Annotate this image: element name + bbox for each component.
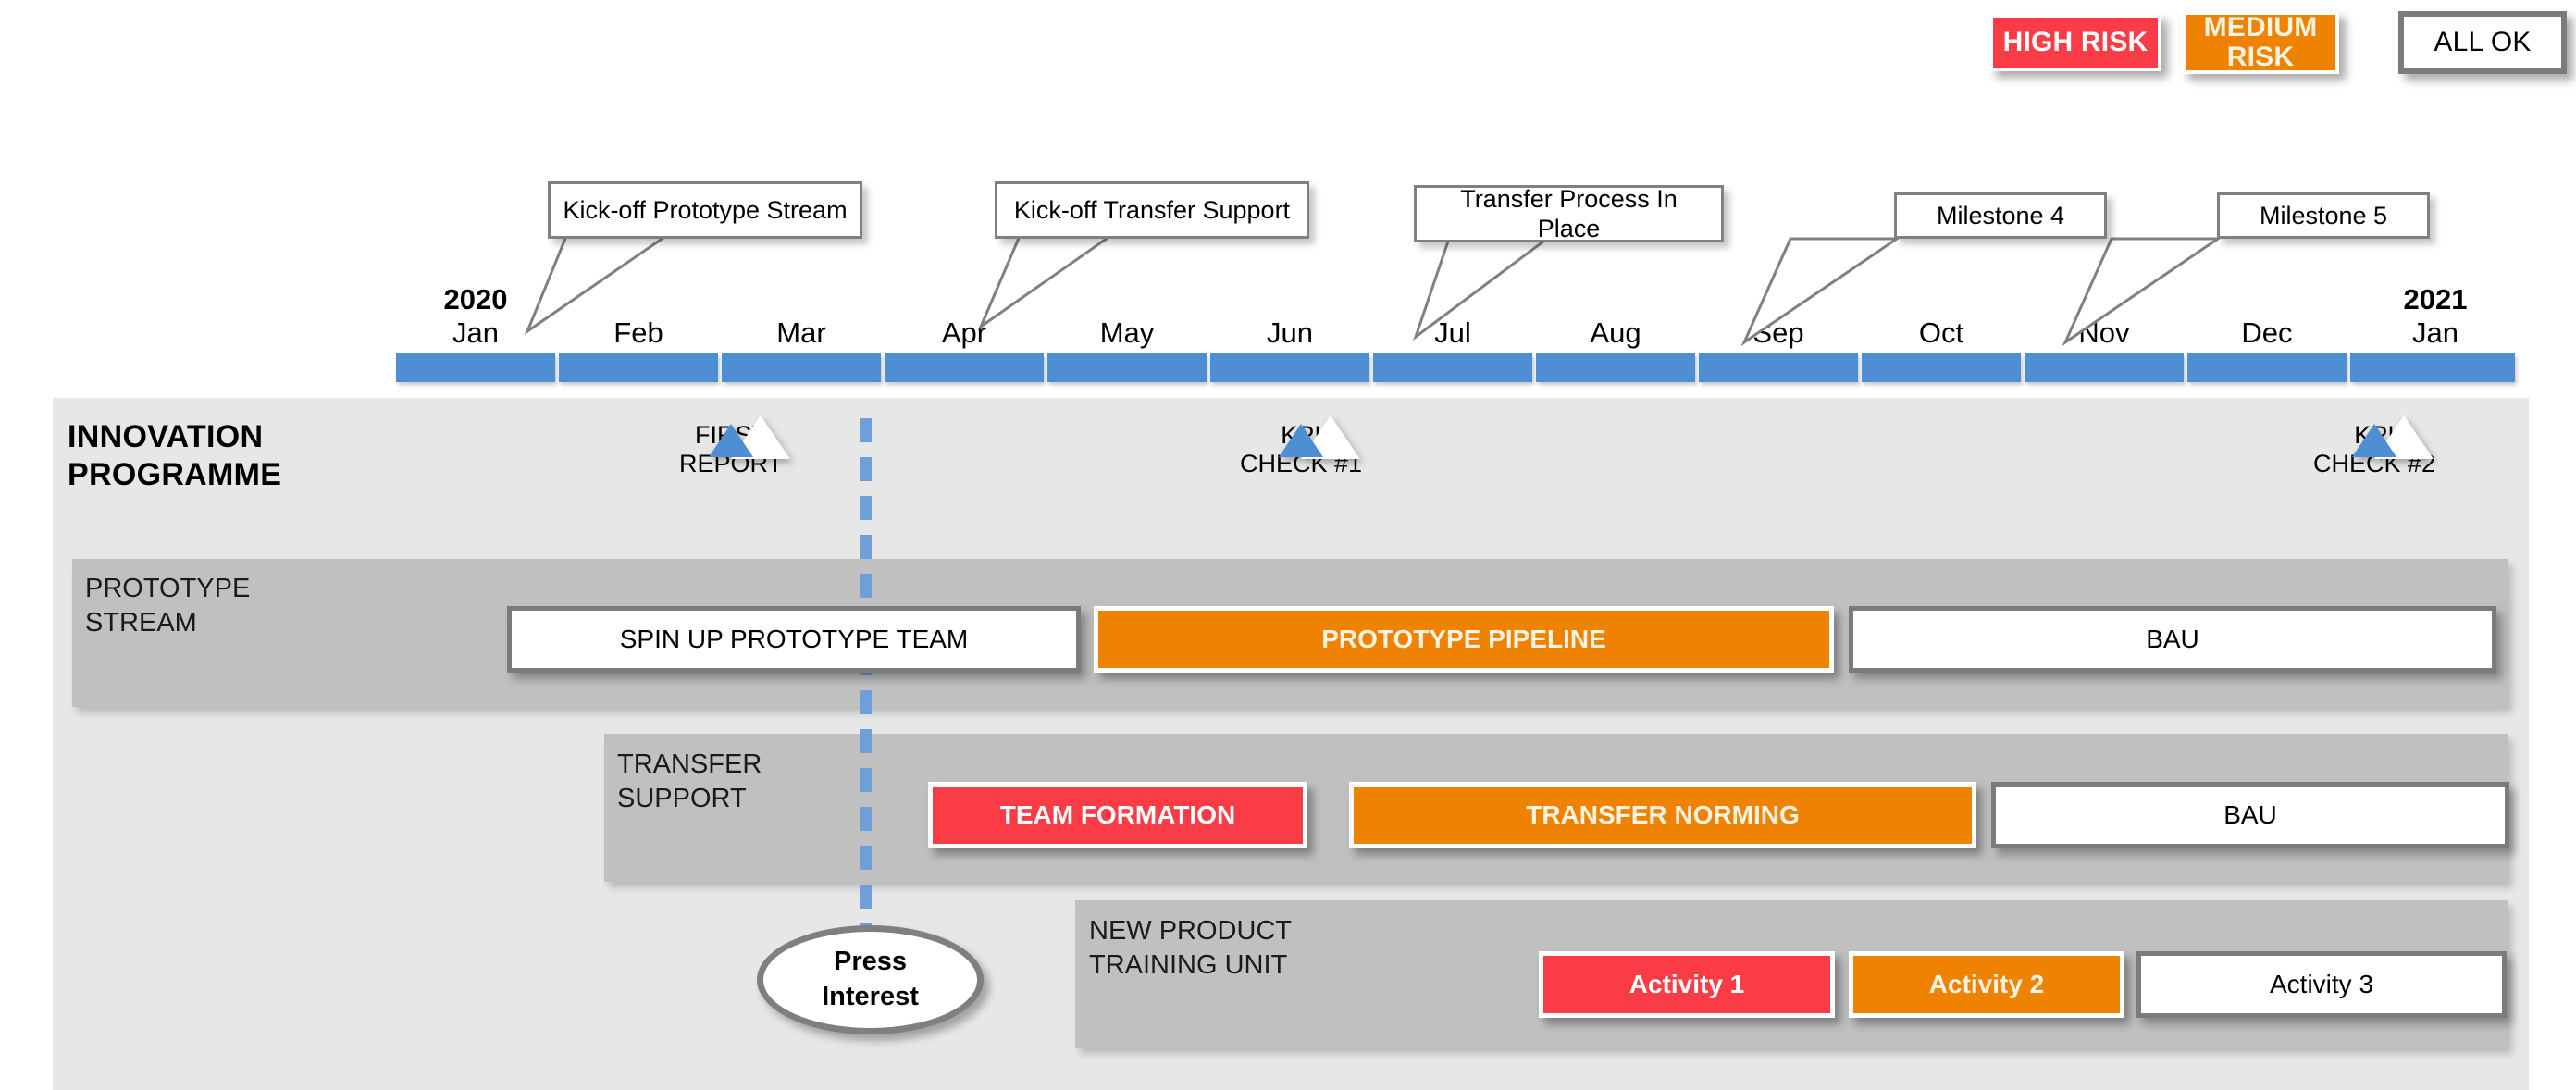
callout-transfer-process-in-place[interactable]: Transfer Process In Place — [1414, 185, 1724, 242]
callout-kickoff-prototype-stream[interactable]: Kick-off Prototype Stream — [548, 181, 862, 239]
month-bar-jan-2020[interactable] — [396, 353, 555, 382]
callout-label: Kick-off Prototype Stream — [563, 195, 848, 224]
task-label: TRANSFER NORMING — [1526, 799, 1800, 829]
month-label-aug: Aug — [1590, 316, 1641, 349]
callout-label: Transfer Process In Place — [1460, 184, 1678, 242]
month-label-apr: Apr — [941, 316, 987, 349]
legend-high-risk[interactable]: HIGH RISK — [1989, 14, 2161, 71]
task-bau-prototype-stream[interactable]: BAU — [1849, 606, 2496, 673]
swimlane-title-new-product-training-unit: NEW PRODUCT TRAINING UNIT — [1089, 916, 1293, 981]
month-label-dec: Dec — [2241, 316, 2293, 349]
month-bar-apr[interactable] — [885, 353, 1044, 382]
month-label-feb: Feb — [613, 316, 663, 349]
programme-title: INNOVATION PROGRAMME — [68, 419, 282, 493]
task-spin-up-prototype-team[interactable]: SPIN UP PROTOTYPE TEAM — [507, 606, 1081, 673]
milestone-kpi-check-1[interactable]: KPI CHECK #1 — [1208, 415, 1393, 479]
callout-label: Milestone 4 — [1936, 201, 2065, 229]
legend-high-risk-label: HIGH RISK — [2002, 26, 2149, 57]
callout-milestone-5[interactable]: Milestone 5 — [2217, 192, 2430, 239]
callout-label: Kick-off Transfer Support — [1013, 195, 1291, 224]
legend-medium-risk-label: MEDIUM RISK — [2203, 11, 2318, 72]
legend-all-ok-label: ALL OK — [2434, 26, 2532, 57]
month-label-sep: Sep — [1752, 316, 1804, 349]
task-label: TEAM FORMATION — [999, 799, 1236, 829]
month-label-oct: Oct — [1918, 316, 1964, 349]
milestone-kpi-check-2[interactable]: KPI CHECK #2 — [2282, 415, 2467, 479]
press-interest-label: Press Interest — [822, 947, 919, 1011]
month-label-mar: Mar — [776, 316, 826, 349]
legend-medium-risk[interactable]: MEDIUM RISK — [2182, 11, 2339, 74]
callout-milestone-4[interactable]: Milestone 4 — [1894, 192, 2107, 239]
press-interest-callout[interactable]: Press Interest — [757, 925, 984, 1034]
month-bar-nov[interactable] — [2025, 353, 2184, 382]
task-bau-transfer-support[interactable]: BAU — [1991, 782, 2509, 848]
press-interest-marker-line — [860, 418, 872, 952]
month-bar-jun[interactable] — [1210, 353, 1369, 382]
callout-kickoff-transfer-support[interactable]: Kick-off Transfer Support — [995, 181, 1309, 239]
month-bar-aug[interactable] — [1536, 353, 1695, 382]
task-prototype-pipeline[interactable]: PROTOTYPE PIPELINE — [1094, 606, 1834, 673]
task-activity-1[interactable]: Activity 1 — [1539, 951, 1835, 1018]
month-bar-feb[interactable] — [559, 353, 718, 382]
milestone-first-report[interactable]: FIRST REPORT — [638, 415, 824, 479]
swimlane-title-transfer-support: TRANSFER SUPPORT — [617, 749, 762, 814]
task-label: Activity 1 — [1629, 969, 1745, 998]
task-team-formation[interactable]: TEAM FORMATION — [928, 782, 1307, 848]
callout-label: Milestone 5 — [2259, 201, 2388, 229]
month-bar-dec[interactable] — [2187, 353, 2347, 382]
month-label-may: May — [1099, 316, 1155, 349]
month-label-jun: Jun — [1267, 316, 1313, 349]
month-bar-jan-2021[interactable] — [2350, 353, 2515, 382]
month-bar-oct[interactable] — [1862, 353, 2021, 382]
month-label-jul: Jul — [1434, 316, 1471, 349]
task-activity-3[interactable]: Activity 3 — [2136, 951, 2507, 1018]
month-bar-sep[interactable] — [1699, 353, 1858, 382]
year-label-2020: 2020 — [443, 283, 508, 316]
month-label-nov: Nov — [2078, 316, 2130, 349]
task-activity-2[interactable]: Activity 2 — [1849, 951, 2124, 1018]
year-label-2021: 2021 — [2403, 283, 2468, 316]
swimlane-title-prototype-stream: PROTOTYPE STREAM — [85, 574, 251, 638]
month-label-jan-2021: Jan — [2412, 316, 2458, 349]
month-bar-jul[interactable] — [1373, 353, 1532, 382]
legend-all-ok[interactable]: ALL OK — [2398, 11, 2567, 74]
task-label: BAU — [2146, 624, 2199, 653]
month-bar-may[interactable] — [1047, 353, 1207, 382]
task-transfer-norming[interactable]: TRANSFER NORMING — [1349, 782, 1976, 848]
month-bar-mar[interactable] — [722, 353, 881, 382]
task-label: PROTOTYPE PIPELINE — [1321, 624, 1606, 653]
task-label: Activity 2 — [1928, 969, 2045, 998]
task-label: Activity 3 — [2269, 969, 2374, 998]
month-label-jan-2020: Jan — [452, 316, 499, 349]
task-label: SPIN UP PROTOTYPE TEAM — [619, 624, 969, 653]
task-label: BAU — [2223, 799, 2277, 829]
